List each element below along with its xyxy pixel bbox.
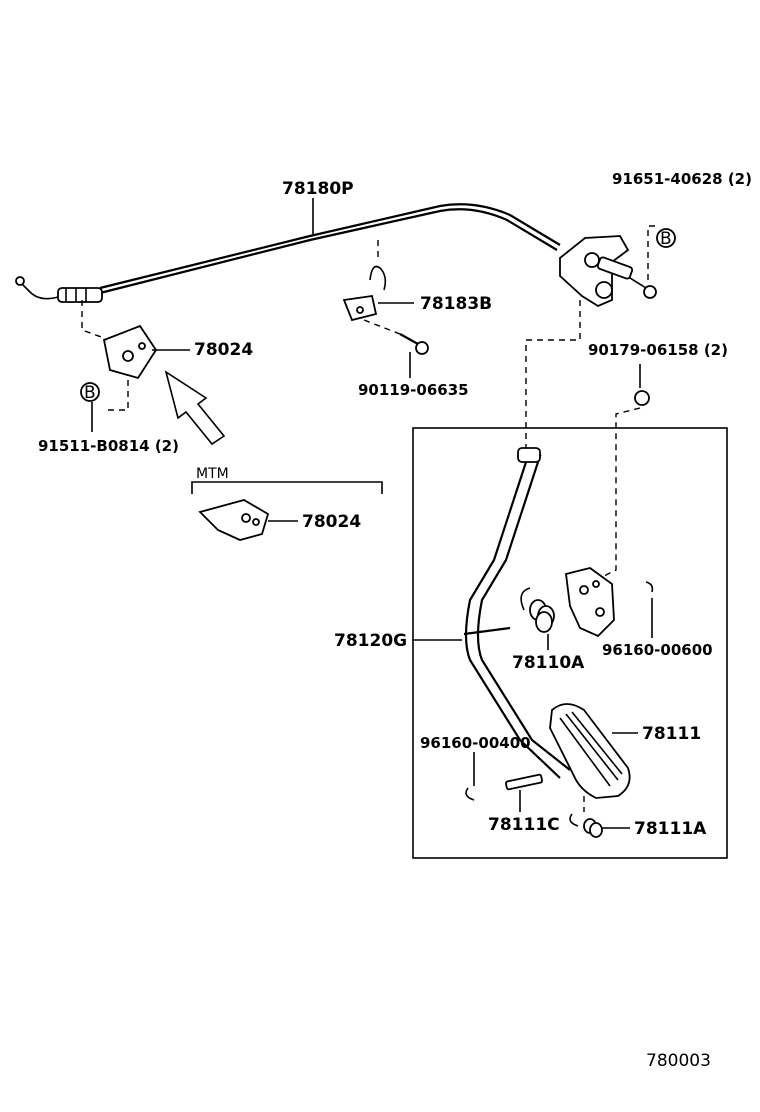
pin bbox=[505, 773, 543, 791]
mtm-bracket-line bbox=[191, 481, 383, 494]
pedal-arm bbox=[463, 447, 571, 779]
bracket-left bbox=[102, 324, 158, 380]
label-pad: 78111 bbox=[642, 724, 701, 744]
cable-end-linkage bbox=[559, 235, 657, 308]
label-pin: 78111C bbox=[488, 815, 560, 835]
label-clip-left: 96160-00400 bbox=[420, 734, 531, 752]
label-pedal-assy: 78120G bbox=[334, 631, 407, 651]
label-nut-pedal: 90179-06158 (2) bbox=[588, 341, 728, 359]
pedal-assembly-box bbox=[412, 427, 728, 859]
bracket-mtm bbox=[198, 499, 270, 541]
clip-right bbox=[645, 581, 654, 593]
spring-pad bbox=[569, 813, 603, 838]
label-bracket-left: 78024 bbox=[194, 340, 253, 360]
accelerator-cable bbox=[15, 203, 561, 303]
pedal-pivot-bracket bbox=[565, 567, 615, 638]
label-bolt-left: 91511-B0814 (2) bbox=[38, 437, 179, 455]
clip-left bbox=[465, 787, 475, 801]
label-bracket-mtm: 78024 bbox=[302, 512, 361, 532]
bracket-cable bbox=[342, 265, 387, 322]
label-bracket-cable: 78183B bbox=[420, 294, 492, 314]
label-spring: 78110A bbox=[512, 653, 585, 673]
callout-b-left: B bbox=[84, 383, 96, 403]
label-mtm: MTM bbox=[196, 466, 229, 482]
pedal-pad bbox=[549, 703, 631, 799]
callout-circle-b-left bbox=[80, 382, 100, 402]
bolt-bracket bbox=[399, 333, 429, 355]
callout-b-top: B bbox=[660, 229, 672, 249]
label-spring-pad: 78111A bbox=[634, 819, 707, 839]
view-arrow bbox=[164, 370, 226, 446]
label-cable: 78180P bbox=[282, 179, 354, 199]
label-clip-top-right: 91651-40628 (2) bbox=[612, 170, 752, 188]
nut-pedal bbox=[634, 390, 650, 406]
spring bbox=[520, 587, 555, 633]
label-bolt-bracket: 90119-06635 bbox=[358, 381, 469, 399]
label-clip-right: 96160-00600 bbox=[602, 641, 713, 659]
callout-circle-b-top bbox=[656, 228, 676, 248]
diagram-ref-number: 780003 bbox=[646, 1051, 711, 1071]
